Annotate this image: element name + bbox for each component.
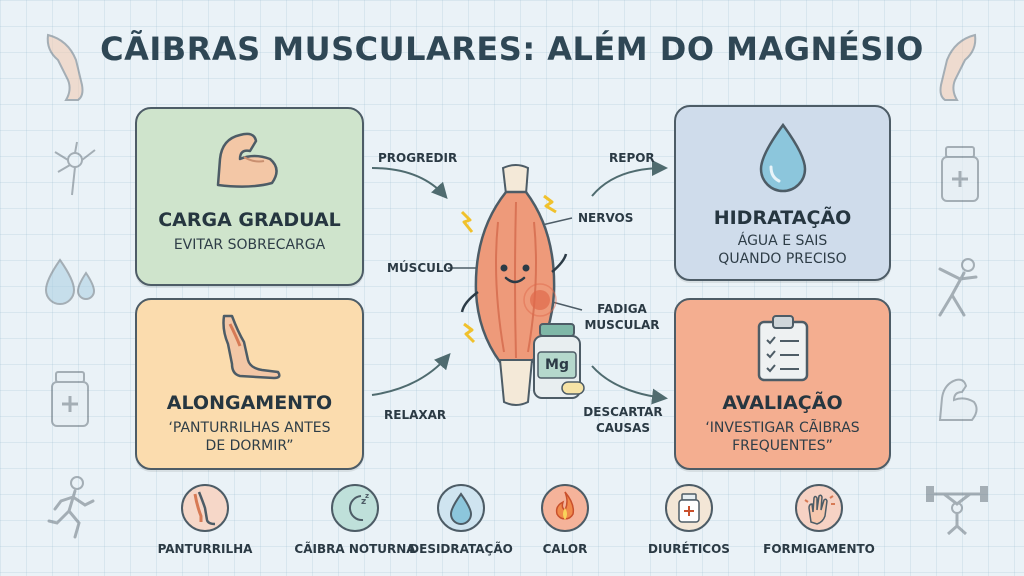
dumbbell-lift-icon [926, 486, 988, 535]
muscle-character-icon [460, 164, 568, 406]
label-repor: REPOR [609, 151, 655, 165]
label-nervos: NERVOS [578, 211, 634, 225]
flexed-arm-outline-icon [938, 378, 978, 421]
label-progredir: PROGREDIR [378, 151, 458, 165]
flame-icon [541, 484, 589, 532]
pill-bottle-icon [51, 371, 89, 427]
pill-bottle-icon [941, 146, 979, 202]
magnesium-bottle-icon [533, 323, 585, 399]
flexed-arm-icon [216, 132, 278, 188]
bottom-item-3: CALOR [500, 484, 630, 556]
card-hidratacao: HIDRATAÇÃO ÁGUA E SAIS QUANDO PRECISO [674, 105, 891, 281]
arrow-progredir [371, 167, 448, 199]
card-title: CARGA GRADUAL [158, 209, 341, 231]
leader-nervos [541, 217, 573, 226]
bottom-item-label: CALOR [542, 542, 588, 556]
card-title: HIDRATAÇÃO [713, 207, 852, 229]
card-subtitle-line2: DE DORMIR” [205, 438, 294, 454]
arrow-descartar [591, 365, 668, 405]
leg-outline-icon [46, 33, 84, 101]
bottle-label: Mg [545, 357, 569, 373]
label-relaxar: RELAXAR [384, 408, 447, 422]
water-drops-icon [44, 258, 96, 305]
card-avaliacao: AVALIAÇÃO ‘INVESTIGAR CÃIBRAS FREQUENTES… [674, 298, 891, 470]
tingling-hand-icon [795, 484, 843, 532]
card-subtitle: EVITAR SOBRECARGA [173, 237, 326, 253]
label-descartar-causas: DESCARTAR CAUSAS [583, 405, 663, 435]
card-subtitle-line1: ‘INVESTIGAR CÃIBRAS [705, 420, 860, 436]
clipboard-checklist-icon [757, 315, 808, 382]
card-subtitle-line2: FREQUENTES” [732, 438, 833, 454]
card-subtitle-line2: QUANDO PRECISO [718, 251, 847, 267]
bottom-item-label: CÃIBRA NOTURNA [294, 542, 416, 556]
bottom-item-label: PANTURRILHA [157, 542, 253, 556]
svg-text:z: z [361, 497, 366, 507]
arrow-relaxar [371, 352, 451, 396]
bottom-item-4: DIURÉTICOS [624, 484, 754, 556]
pill-bottle-icon [665, 484, 713, 532]
bottom-item-label: DIURÉTICOS [648, 542, 730, 556]
bottom-item-2: DESIDRATAÇÃO [396, 484, 526, 556]
card-title: ALONGAMENTO [166, 392, 333, 414]
card-title: AVALIAÇÃO [722, 392, 843, 414]
running-person-icon [47, 476, 95, 539]
calf-icon [181, 484, 229, 532]
bottom-item-label: FORMIGAMENTO [763, 542, 875, 556]
leg-outline-icon [939, 33, 977, 101]
card-carga-gradual: CARGA GRADUAL EVITAR SOBRECARGA [135, 107, 364, 286]
label-fadiga-muscular: FADIGA MUSCULAR [584, 302, 660, 332]
arrow-repor [591, 160, 668, 197]
water-drop-icon [437, 484, 485, 532]
card-subtitle-line1: ÁGUA E SAIS [737, 233, 828, 249]
card-alongamento: ALONGAMENTO ‘PANTURRILHAS ANTES DE DORMI… [135, 298, 364, 470]
neuron-icon [54, 141, 96, 196]
stretching-person-icon [938, 258, 978, 317]
bottom-item-5: FORMIGAMENTO [754, 484, 884, 556]
label-musculo: MÚSCULO [387, 261, 454, 275]
bottom-item-0: PANTURRILHA [140, 484, 270, 556]
bottom-item-label: DESIDRATAÇÃO [409, 542, 513, 556]
water-drop-icon [759, 122, 806, 193]
svg-text:z: z [365, 492, 369, 500]
leg-icon [221, 314, 281, 380]
page-title: CÃIBRAS MUSCULARES: ALÉM DO MAGNÉSIO [100, 30, 924, 68]
card-subtitle-line1: ‘PANTURRILHAS ANTES [168, 420, 331, 436]
